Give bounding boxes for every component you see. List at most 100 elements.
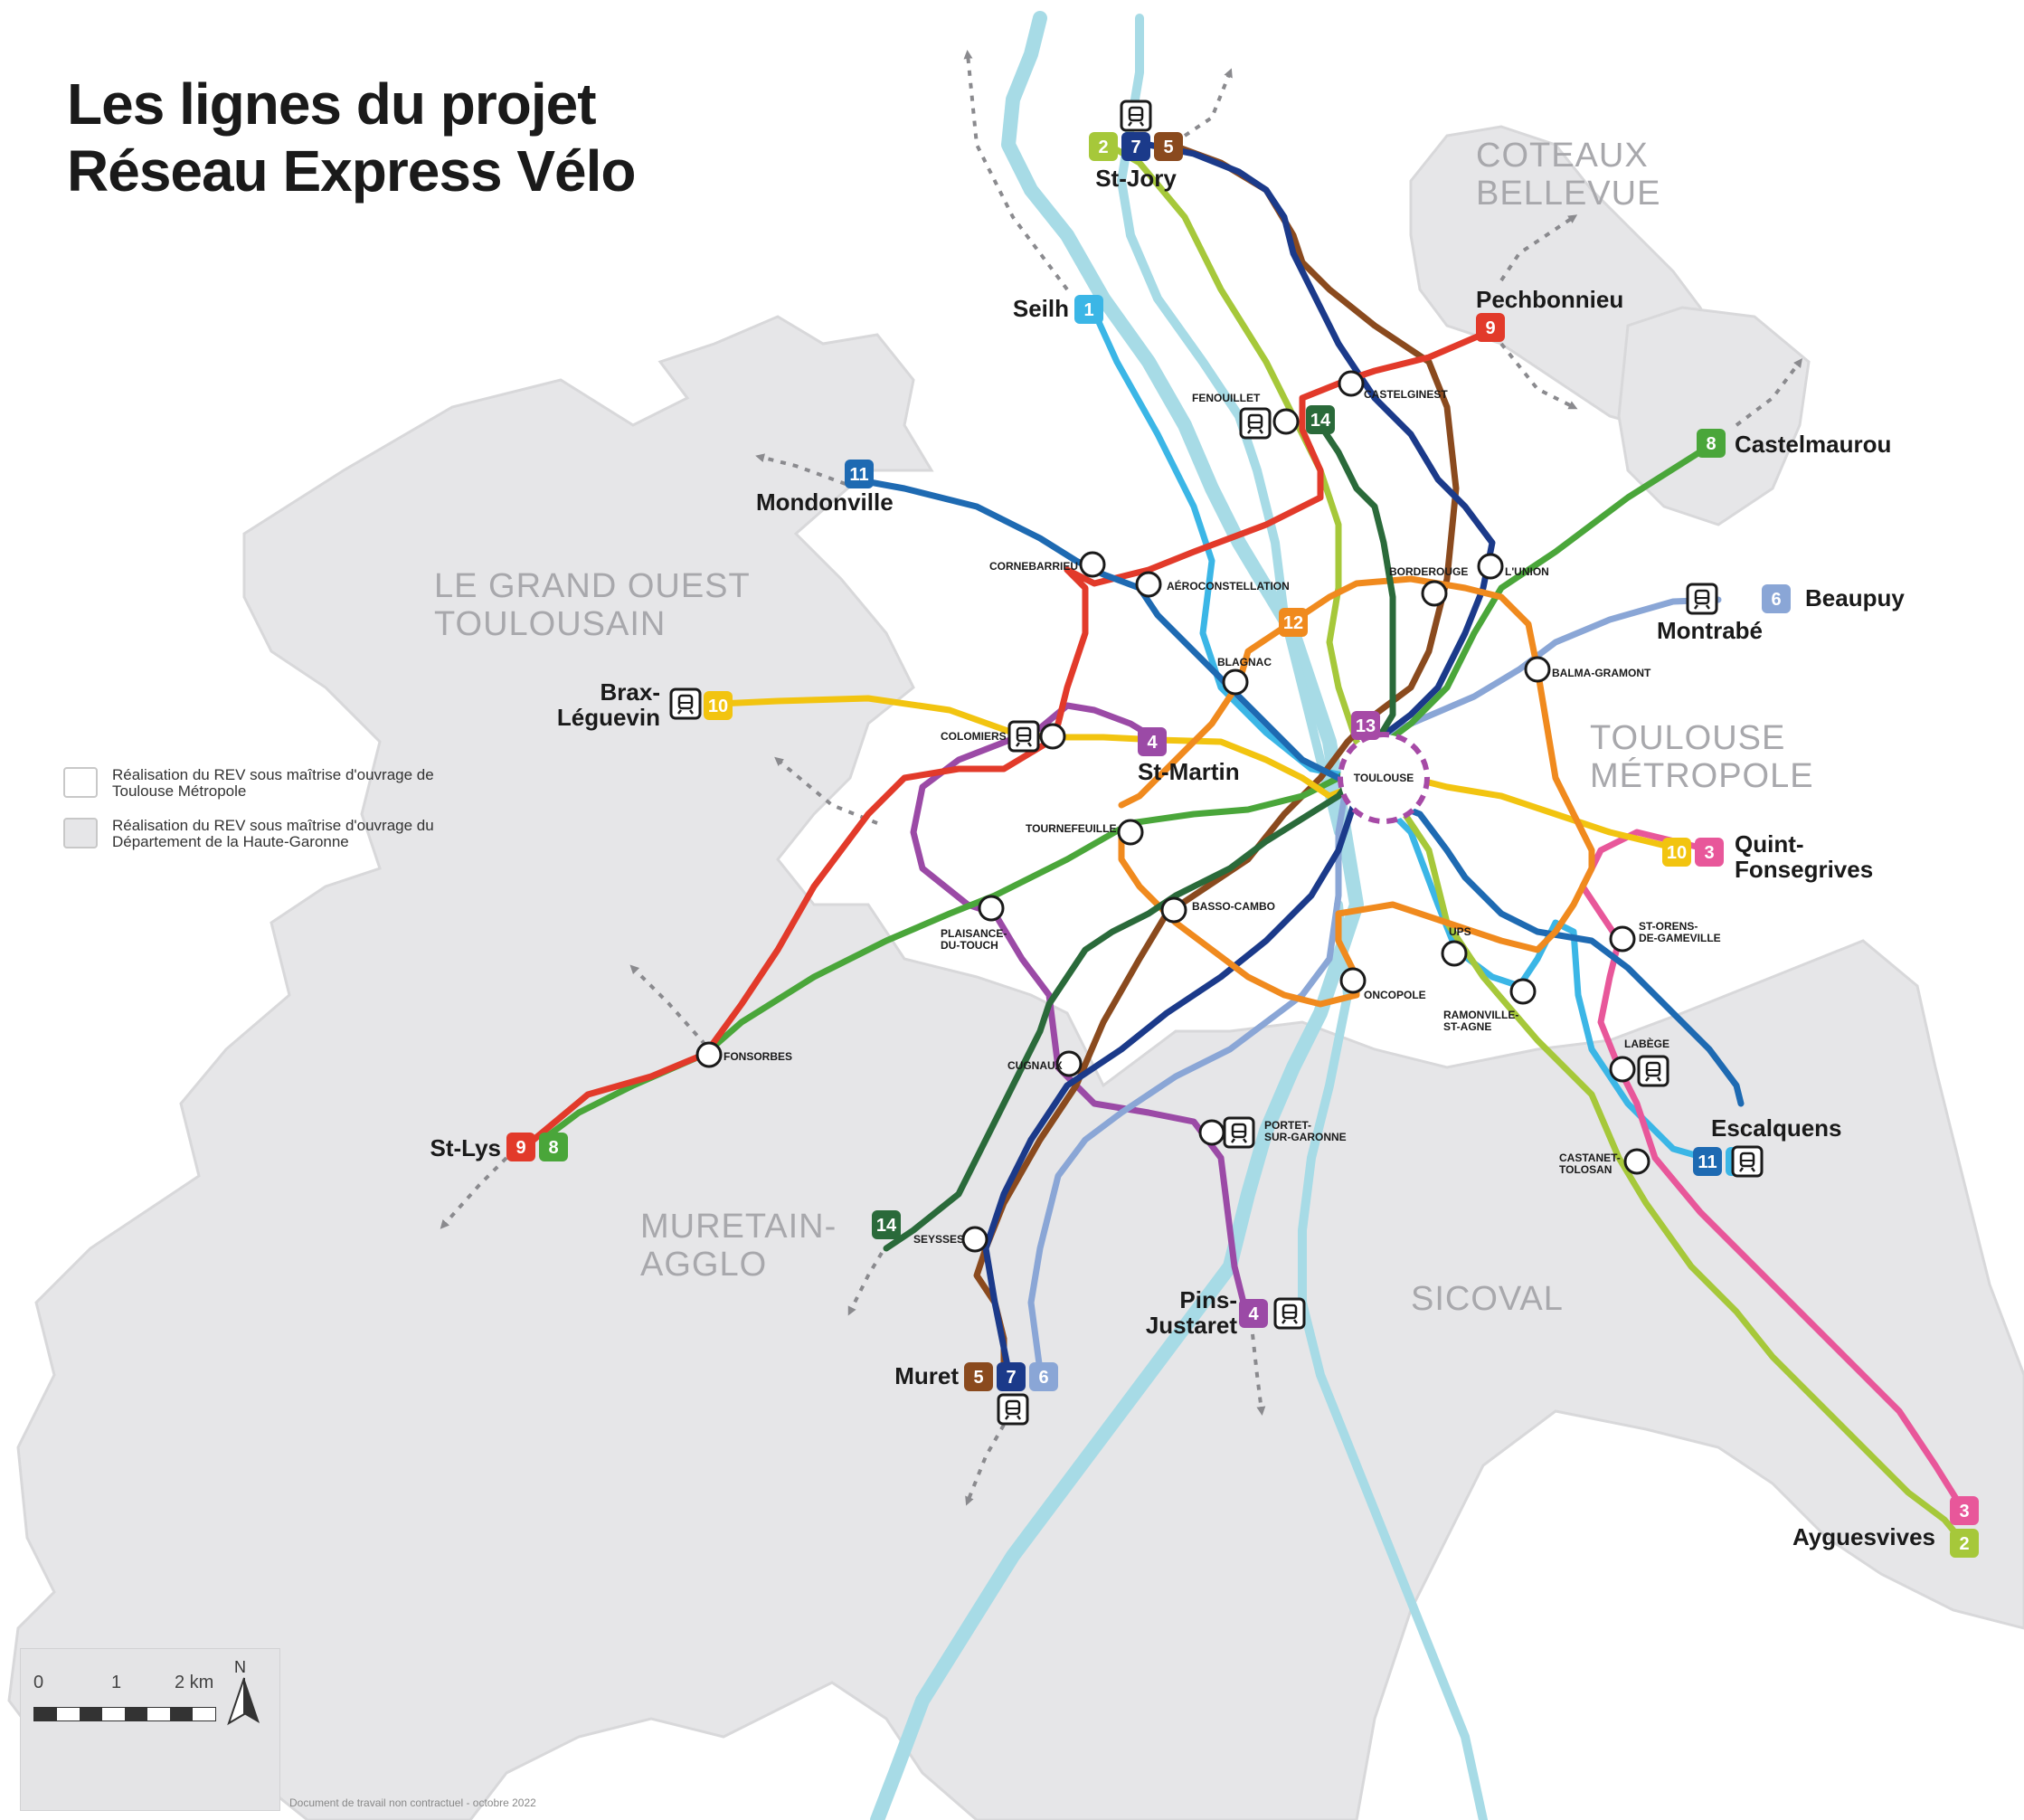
- station-fonsorbes: [695, 1041, 723, 1068]
- line-badge-number: 7: [1006, 1368, 1016, 1388]
- station-label-lunion: L'UNION: [1505, 565, 1549, 578]
- arrow-fonsorbes: [629, 964, 707, 1047]
- station-label-portet-1: PORTET-: [1264, 1119, 1311, 1132]
- terminal-badge-quint-3: 3: [1695, 838, 1724, 867]
- train-icon-st-jory: [1120, 100, 1152, 132]
- terminal-badge-st-martin-4: 4: [1138, 727, 1167, 756]
- train-icon-montrabe: [1686, 583, 1718, 615]
- station-label-plaisance-1: PLAISANCE-: [941, 927, 1007, 940]
- line-badge-number: 3: [1704, 843, 1714, 863]
- station-label-cugnaux: CUGNAUX: [1007, 1059, 1063, 1072]
- terminal-badge-beaupuy-6: 6: [1762, 584, 1791, 613]
- station-label-castanet-2: TOLOSAN: [1559, 1163, 1612, 1176]
- toulouse-ring: [1338, 732, 1430, 824]
- terminal-badge-muret-6: 6: [1029, 1362, 1058, 1391]
- station-blagnac: [1222, 668, 1249, 696]
- station-label-castanet-1: CASTANET-: [1559, 1152, 1621, 1164]
- station-label-st-orens-1: ST-ORENS-: [1639, 920, 1698, 933]
- line-10: [715, 695, 1677, 851]
- terminal-label-brax-1: Brax-: [601, 678, 660, 706]
- arrow-st-jory-north: [1183, 68, 1233, 137]
- terminal-badge-st-jory-7: 7: [1121, 132, 1150, 161]
- station-label-cornebarrieu: CORNEBARRIEU: [989, 560, 1078, 573]
- terminal-label-st-jory: St-Jory: [1095, 165, 1177, 192]
- terminal-badge-seilh-1: 1: [1074, 295, 1103, 324]
- line-badge-number: 1: [1083, 300, 1093, 320]
- terminal-badge-st-jory-2: 2: [1089, 132, 1118, 161]
- station-label-seysses: SEYSSES: [913, 1233, 964, 1246]
- train-icon-escalquens: [1731, 1145, 1764, 1178]
- arrow-castelmaurou: [1735, 358, 1802, 427]
- station-ramonville: [1509, 978, 1537, 1005]
- arrow-st-lys: [440, 1156, 508, 1229]
- terminal-label-escalquens: Escalquens: [1711, 1114, 1842, 1142]
- station-lunion: [1477, 553, 1504, 580]
- station-label-portet-2: SUR-GARONNE: [1264, 1131, 1347, 1143]
- station-castelginest: [1338, 370, 1365, 397]
- station-label-aeroconstellation: AÉROCONSTELLATION: [1167, 579, 1290, 592]
- badge-13: 13: [1351, 711, 1380, 740]
- train-icon-fenouillet: [1239, 407, 1272, 440]
- line-badge-number: 11: [849, 465, 868, 485]
- line-badge-number: 14: [876, 1216, 897, 1236]
- line-badge-number: 12: [1283, 613, 1303, 633]
- scale-segments: [33, 1707, 216, 1721]
- terminal-label-brax-2: Léguevin: [557, 704, 660, 731]
- line-9: [530, 327, 1496, 1143]
- line-14: [883, 422, 1396, 1252]
- line-badge-number: 5: [1163, 137, 1173, 157]
- scale-bar: 0 1 2 km N: [20, 1648, 280, 1811]
- station-label-fonsorbes: FONSORBES: [724, 1050, 792, 1063]
- station-label-balma: BALMA-GRAMONT: [1552, 667, 1651, 679]
- train-icon-colomiers: [1007, 720, 1040, 753]
- terminal-badge-quint-10: 10: [1662, 838, 1691, 867]
- station-labege: [1609, 1056, 1636, 1083]
- terminal-label-st-martin: St-Martin: [1138, 758, 1240, 785]
- terminal-badge-ayguesvives-2: 2: [1950, 1529, 1979, 1558]
- legend-text-metropole: Réalisation du REV sous maîtrise d'ouvra…: [112, 766, 434, 800]
- map-title-line-1: Les lignes du projet: [67, 71, 597, 137]
- line-badge-number: 9: [1485, 318, 1495, 338]
- terminal-label-ayguesvives: Ayguesvives: [1792, 1523, 1935, 1550]
- station-label-colomiers: COLOMIERS: [941, 730, 1007, 743]
- station-tournefeuille: [1117, 819, 1144, 846]
- station-label-castelginest: CASTELGINEST: [1364, 388, 1448, 401]
- station-aeroconstellation: [1135, 571, 1162, 598]
- terminal-label-pechbonnieu: Pechbonnieu: [1476, 286, 1623, 313]
- line-badge-number: 14: [1310, 411, 1331, 431]
- station-label-plaisance-2: DU-TOUCH: [941, 939, 998, 952]
- line-7: [982, 139, 1496, 1374]
- line-badge-number: 5: [973, 1368, 983, 1388]
- terminal-badge-mondonville-11: 11: [845, 460, 874, 488]
- station-label-oncopole: ONCOPOLE: [1364, 989, 1426, 1001]
- legend-swatch-departement: [63, 818, 98, 848]
- terminal-badge-st-jory-5: 5: [1154, 132, 1183, 161]
- terminal-badge-ayguesvives-3: 3: [1950, 1496, 1979, 1525]
- station-plaisance: [978, 895, 1005, 922]
- line-badge-number: 6: [1771, 590, 1781, 610]
- train-icon-muret: [997, 1393, 1029, 1426]
- region-label-muretain-2: AGGLO: [640, 1246, 767, 1284]
- station-oncopole: [1339, 967, 1367, 994]
- station-label-fenouillet: FENOUILLET: [1192, 392, 1261, 404]
- station-ups: [1441, 940, 1468, 967]
- station-castanet: [1623, 1148, 1650, 1175]
- line-badge-number: 9: [515, 1138, 525, 1158]
- region-label-coteaux-2: BELLEVUE: [1476, 175, 1660, 213]
- arrow-mondonville: [755, 453, 846, 486]
- badge-12: 12: [1279, 608, 1308, 637]
- terminal-label-st-lys: St-Lys: [430, 1134, 502, 1161]
- terminal-badge-pins-justaret-4: 4: [1239, 1299, 1268, 1328]
- terminal-label-pins-justaret-2: Justaret: [1146, 1312, 1237, 1339]
- station-markers: FENOUILLET CASTELGINEST CORNEBARRIEU AÉROCO…: [695, 370, 1721, 1253]
- terminal-badge-st-lys-8: 8: [539, 1133, 568, 1161]
- line-badge-number: 3: [1959, 1502, 1969, 1521]
- line-8: [539, 440, 1717, 1143]
- scale-label-0: 0: [33, 1673, 44, 1692]
- terminal-label-quint-1: Quint-: [1735, 830, 1804, 858]
- station-fenouillet: [1272, 408, 1300, 435]
- line-badge-number: 7: [1130, 137, 1140, 157]
- region-label-coteaux-1: COTEAUX: [1476, 137, 1649, 175]
- north-arrow: N: [222, 1658, 267, 1730]
